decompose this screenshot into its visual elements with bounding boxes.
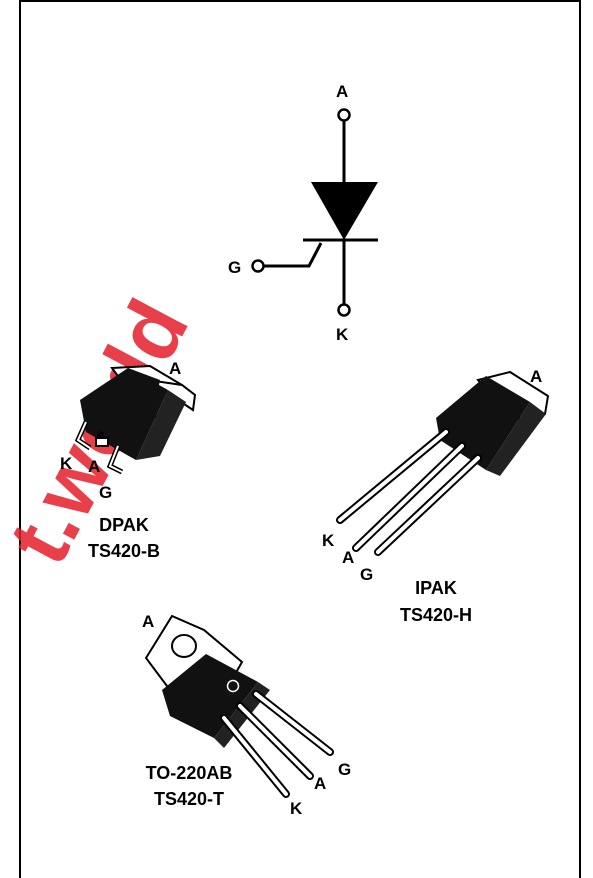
- mounting-hole: [171, 634, 197, 658]
- dpak-pin-k-label: K: [60, 454, 73, 473]
- symbol-pin-a-label: A: [336, 82, 348, 101]
- to220-pin-g-label: G: [338, 760, 351, 779]
- diode-triangle: [311, 182, 378, 240]
- cathode-terminal: [337, 303, 351, 317]
- dpak-pin-g-label: G: [99, 483, 112, 502]
- ipak-tab-pin-label: A: [530, 367, 542, 386]
- to220-body: [162, 654, 258, 738]
- ipak-package: A K A G IPAK TS420-H: [322, 367, 550, 625]
- to220-pin-a-label: A: [314, 774, 326, 793]
- ipak-part-number: TS420-H: [400, 605, 472, 625]
- ipak-pin-g-label: G: [360, 565, 373, 584]
- symbol-pin-k-label: K: [336, 325, 349, 344]
- symbol-pin-g-label: G: [228, 258, 241, 277]
- to220-package-name: TO-220AB: [146, 763, 233, 783]
- gate-lead: [264, 242, 323, 268]
- dpak-pin-a-label: A: [88, 457, 100, 476]
- ipak-pin-a-label: A: [342, 548, 354, 567]
- to220-part-number: TS420-T: [154, 789, 224, 809]
- anode-terminal: [337, 108, 351, 122]
- scr-symbol: A K G: [228, 82, 378, 344]
- to220-package: A K A G TO-220AB TS420-T: [142, 612, 351, 818]
- gate-terminal: [251, 259, 265, 273]
- ipak-package-name: IPAK: [415, 578, 457, 598]
- dpak-package-name: DPAK: [99, 515, 149, 535]
- dpak-tab-pin-label: A: [169, 359, 181, 378]
- ipak-pin-k-label: K: [322, 531, 335, 550]
- dpak-package: A K A G DPAK TS420-B: [60, 359, 197, 561]
- to220-pin-k-label: K: [290, 799, 303, 818]
- to220-tab-pin-label: A: [142, 612, 154, 631]
- dpak-part-number: TS420-B: [88, 541, 160, 561]
